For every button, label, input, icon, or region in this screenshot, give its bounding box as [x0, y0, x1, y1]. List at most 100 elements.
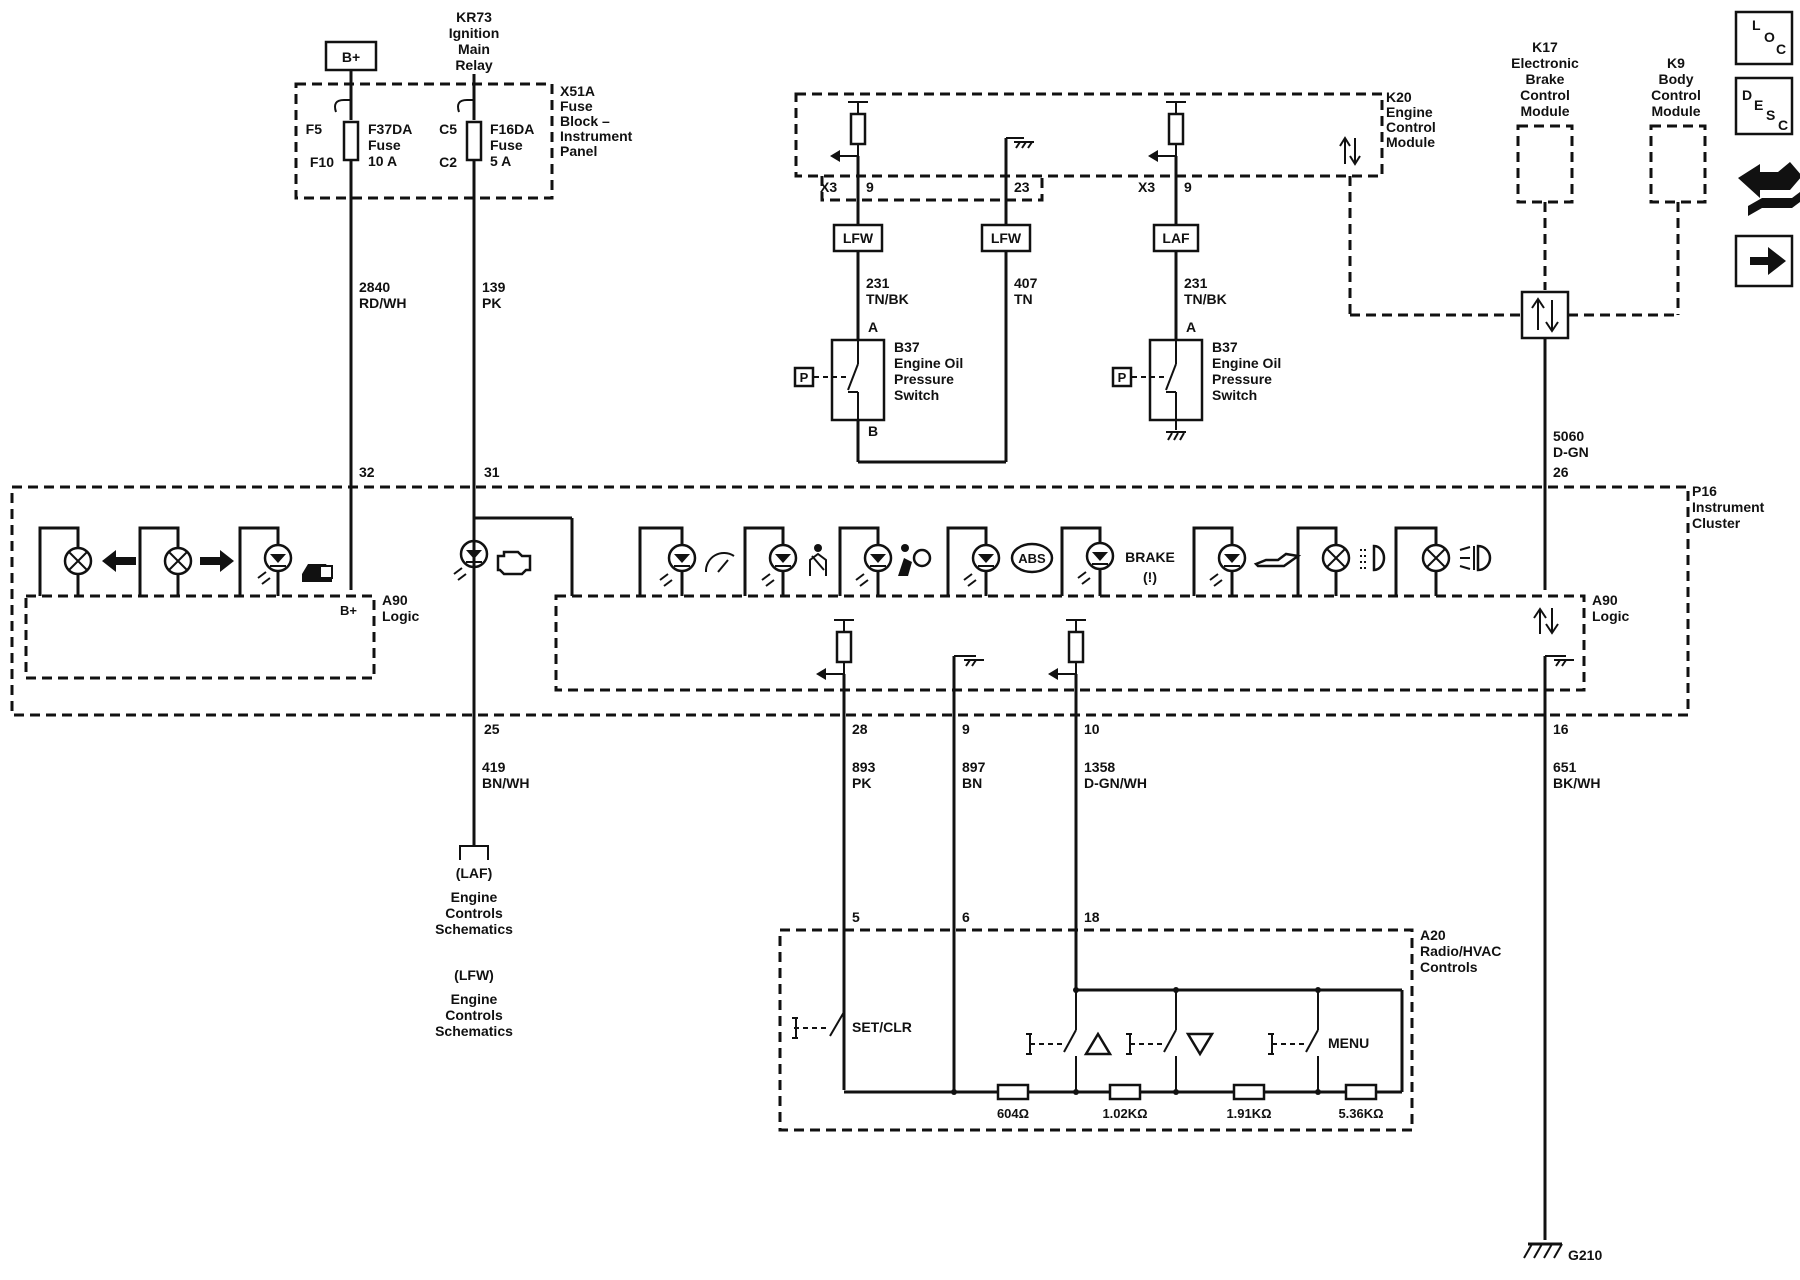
ecm-pullup-2: X3 9: [1138, 101, 1192, 250]
svg-text:D-GN/WH: D-GN/WH: [1084, 775, 1147, 791]
svg-text:C2: C2: [439, 154, 457, 170]
svg-text:TN: TN: [1014, 291, 1033, 307]
svg-text:C: C: [1778, 117, 1788, 133]
oil-pressure-switch-1: P B37 Engine Oil Pressure Switch: [793, 338, 963, 422]
svg-text:9: 9: [866, 179, 874, 195]
location-button[interactable]: L O C: [1734, 10, 1794, 66]
check-engine-indicator: [453, 539, 532, 581]
right-arrow-icon: [200, 550, 234, 572]
svg-text:Control: Control: [1386, 119, 1436, 135]
svg-text:E: E: [1754, 97, 1763, 113]
svg-text:D-GN: D-GN: [1553, 444, 1589, 460]
svg-text:B: B: [868, 423, 878, 439]
component-locator-icon[interactable]: [1738, 162, 1800, 216]
svg-text:Cluster: Cluster: [1692, 515, 1741, 531]
volume-up-switch: [1026, 990, 1113, 1092]
svg-text:Module: Module: [1386, 134, 1435, 150]
cluster-pullup-10: [1048, 619, 1086, 680]
abs-icon: [1010, 542, 1054, 574]
cluster-ground-9: [954, 655, 984, 667]
svg-text:Control: Control: [1651, 87, 1701, 103]
resistor-5k36: [1344, 1083, 1378, 1101]
ebcm-k17: K17 Electronic Brake Control Module: [1511, 39, 1579, 290]
radio-hvac-controls-a20: A20 Radio/HVAC Controls: [778, 927, 1501, 1132]
svg-text:Schematics: Schematics: [435, 921, 513, 937]
svg-text:Engine: Engine: [451, 991, 498, 1007]
svg-text:(LFW): (LFW): [454, 967, 494, 983]
svg-text:ABS: ABS: [1018, 551, 1046, 566]
connector-lfw-1: LFW: [832, 223, 884, 253]
svg-text:Controls: Controls: [445, 905, 503, 921]
speedometer-icon: [704, 551, 735, 573]
svg-text:D: D: [1742, 87, 1752, 103]
wire-1358: 10 1358 D-GN/WH 18: [1074, 674, 1147, 992]
svg-text:28: 28: [852, 721, 868, 737]
svg-text:P16: P16: [1692, 483, 1717, 499]
svg-text:RD/WH: RD/WH: [359, 295, 406, 311]
wire-419: 25 419 BN/WH: [459, 520, 529, 860]
svg-text:X3: X3: [1138, 179, 1155, 195]
svg-text:Block –: Block –: [560, 113, 610, 129]
svg-text:X51A: X51A: [560, 83, 595, 99]
svg-text:Engine: Engine: [1386, 104, 1433, 120]
svg-text:Panel: Panel: [560, 143, 597, 159]
svg-text:Pressure: Pressure: [894, 371, 954, 387]
svg-text:Module: Module: [1521, 103, 1570, 119]
connector-laf: LAF: [1152, 223, 1200, 253]
svg-text:5060: 5060: [1553, 428, 1584, 444]
svg-text:25: 25: [484, 721, 500, 737]
oil-pressure-indicator: [1192, 526, 1302, 596]
svg-text:F16DA: F16DA: [490, 121, 534, 137]
description-button[interactable]: D E S C: [1734, 76, 1794, 136]
svg-text:Controls: Controls: [445, 1007, 503, 1023]
svg-text:A20: A20: [1420, 927, 1446, 943]
svg-text:TN/BK: TN/BK: [866, 291, 909, 307]
svg-text:Radio/HVAC: Radio/HVAC: [1420, 943, 1501, 959]
svg-text:LFW: LFW: [843, 230, 874, 246]
wire-139: 139 PK 31: [472, 198, 506, 520]
svg-text:Body: Body: [1659, 71, 1694, 87]
svg-text:TN/BK: TN/BK: [1184, 291, 1227, 307]
headlamp-icon: [1372, 544, 1386, 572]
svg-text:MENU: MENU: [1328, 1035, 1369, 1051]
next-page-arrow-icon[interactable]: [1734, 234, 1794, 288]
svg-text:A: A: [868, 319, 878, 335]
svg-text:1.91KΩ: 1.91KΩ: [1226, 1106, 1271, 1121]
wire-897: 9 897 BN 6: [952, 656, 986, 1094]
relay-label: KR73 Ignition Main Relay: [449, 9, 500, 84]
resistor-ladder: 604Ω 1.02KΩ 1.91KΩ 5.36KΩ: [844, 987, 1404, 1121]
svg-text:18: 18: [1084, 909, 1100, 925]
wire-231-b: 231 TN/BK A: [1174, 251, 1227, 340]
svg-text:LFW: LFW: [991, 230, 1022, 246]
fog-lamp-indicator: [1394, 526, 1492, 596]
svg-text:10 A: 10 A: [368, 153, 397, 169]
svg-text:231: 231: [866, 275, 890, 291]
svg-text:(!): (!): [1143, 569, 1157, 585]
volume-down-switch: [1126, 990, 1215, 1092]
svg-text:Brake: Brake: [1526, 71, 1565, 87]
svg-text:23: 23: [1014, 179, 1030, 195]
svg-text:Ignition: Ignition: [449, 25, 500, 41]
svg-text:897: 897: [962, 759, 986, 775]
resistor-604: [996, 1083, 1030, 1101]
engine-icon: [496, 550, 532, 576]
svg-text:Fuse: Fuse: [490, 137, 523, 153]
cluster-pullup-28: [816, 619, 854, 680]
logic-right-a90: A90 Logic: [554, 592, 1630, 692]
wire-651: 16 651 BK/WH: [1543, 656, 1600, 1240]
svg-text:2840: 2840: [359, 279, 390, 295]
resistor-1k91: [1232, 1083, 1266, 1101]
svg-text:31: 31: [484, 464, 500, 480]
svg-text:32: 32: [359, 464, 375, 480]
svg-text:Engine Oil: Engine Oil: [894, 355, 963, 371]
ecm-k20: K20 Engine Control Module: [794, 89, 1436, 202]
svg-text:A90: A90: [382, 592, 408, 608]
svg-text:604Ω: 604Ω: [997, 1106, 1029, 1121]
svg-text:Instrument: Instrument: [560, 128, 633, 144]
svg-text:KR73: KR73: [456, 9, 492, 25]
svg-text:9: 9: [962, 721, 970, 737]
svg-text:6: 6: [962, 909, 970, 925]
seatbelt-icon: [809, 552, 827, 576]
svg-text:Fuse: Fuse: [560, 98, 593, 114]
triangle-down-icon: [1185, 1032, 1215, 1057]
